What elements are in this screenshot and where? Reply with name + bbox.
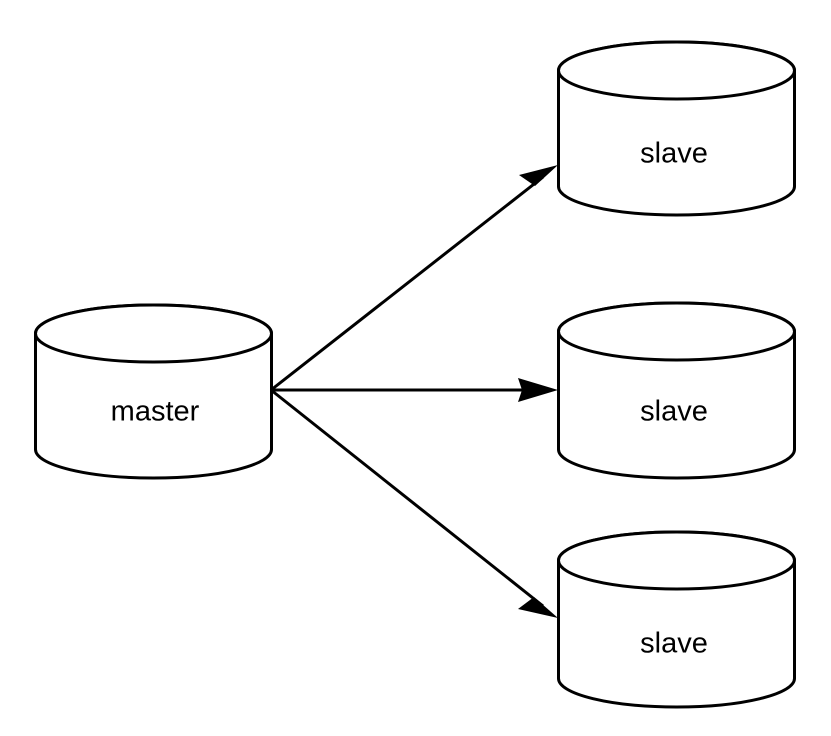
slave-1-cylinder-top-ellipse bbox=[556, 40, 797, 101]
slave-2-label: slave bbox=[640, 396, 708, 428]
node-slave-2[interactable]: slave bbox=[556, 301, 797, 480]
edge-master-to-slave-1[interactable] bbox=[270, 165, 558, 392]
arrowhead-upper bbox=[519, 165, 558, 186]
node-master[interactable]: master bbox=[33, 303, 274, 480]
master-label: master bbox=[111, 396, 200, 428]
node-slave-3[interactable]: slave bbox=[556, 530, 797, 709]
edge-line-lower bbox=[270, 388, 544, 608]
slave-3-cylinder-top-ellipse bbox=[556, 530, 797, 591]
slave-1-label: slave bbox=[640, 138, 708, 170]
slave-2-cylinder-top-ellipse bbox=[556, 301, 797, 362]
arrowhead-lower bbox=[518, 597, 558, 618]
node-slave-1[interactable]: slave bbox=[556, 40, 797, 217]
slave-3-label: slave bbox=[640, 628, 708, 660]
master-cylinder-top-ellipse bbox=[33, 303, 274, 364]
edge-master-to-slave-2[interactable] bbox=[271, 378, 558, 402]
arrowhead-middle bbox=[518, 378, 558, 402]
edge-line-upper bbox=[270, 175, 544, 392]
edge-master-to-slave-3[interactable] bbox=[270, 388, 558, 618]
